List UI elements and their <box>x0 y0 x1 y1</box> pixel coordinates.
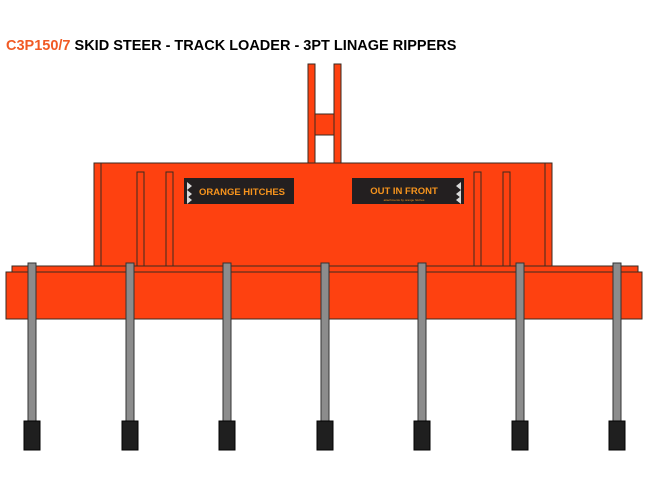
logo-plate-right <box>352 178 464 204</box>
ripper-tine <box>218 262 236 451</box>
ripper-tine <box>413 262 431 451</box>
ripper-tine <box>511 262 529 451</box>
tine-shank <box>222 262 232 424</box>
tine-shank <box>515 262 525 424</box>
upper-frame-plate <box>93 162 553 268</box>
tine-shank <box>612 262 622 424</box>
logo-left-text: ORANGE HITCHES <box>199 187 285 198</box>
ripper-tine <box>316 262 334 451</box>
chevron-icon <box>456 182 461 190</box>
tine-tip <box>218 420 236 451</box>
logo-plate-left <box>184 178 294 204</box>
mast-crossbar <box>314 113 335 136</box>
logo-out-in-front: OUT IN FRONT attachments by orange hitch… <box>352 178 464 204</box>
tine-tip <box>608 420 626 451</box>
tine-tip <box>23 420 41 451</box>
page-title: C3P150/7 SKID STEER - TRACK LOADER - 3PT… <box>6 38 456 54</box>
chevron-icon <box>187 190 192 198</box>
tine-shank <box>417 262 427 424</box>
logo-orange-hitches: ORANGE HITCHES <box>184 178 294 204</box>
chevron-icon <box>187 196 192 204</box>
ripper-tines <box>23 262 626 451</box>
tine-tip <box>413 420 431 451</box>
model-code: C3P150/7 <box>6 38 71 54</box>
ripper-tine <box>608 262 626 451</box>
tine-shank <box>125 262 135 424</box>
tine-tip <box>316 420 334 451</box>
tine-tip <box>511 420 529 451</box>
logo-right-tagline: attachments by orange hitches <box>384 198 425 202</box>
ripper-tine <box>23 262 41 451</box>
tine-tip <box>121 420 139 451</box>
tine-shank <box>27 262 37 424</box>
tine-shank <box>320 262 330 424</box>
logo-right-text: OUT IN FRONT <box>370 186 438 197</box>
chevron-icon <box>456 196 461 204</box>
ripper-tine <box>121 262 139 451</box>
chevron-icon <box>456 190 461 198</box>
title-text: SKID STEER - TRACK LOADER - 3PT LINAGE R… <box>74 38 457 54</box>
chevron-icon <box>187 182 192 190</box>
